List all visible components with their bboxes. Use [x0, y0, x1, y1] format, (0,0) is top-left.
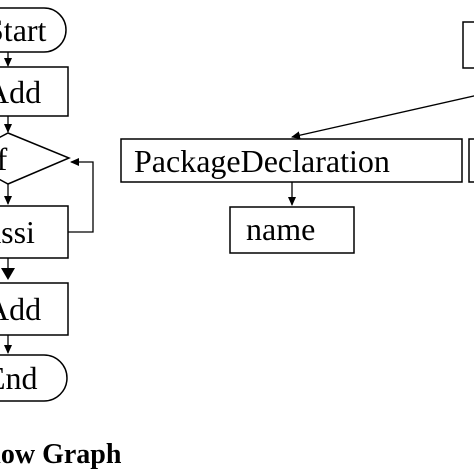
flow-graph-caption: Flow Graph — [0, 439, 122, 470]
flow-node-start-label: Start — [0, 12, 47, 48]
flow-edge-loop-back — [68, 158, 94, 233]
flow-node-if: If — [0, 132, 71, 185]
flow-node-if-label: If — [0, 141, 8, 177]
ast-node-package-declaration: PackageDeclaration — [120, 138, 463, 183]
flow-node-add-1-label: Add — [0, 74, 41, 110]
flow-node-start: Start — [0, 7, 67, 53]
flow-node-end: End — [0, 354, 68, 402]
flow-edge-assign-add-arrowhead — [1, 268, 15, 280]
ast-edge-parent-package — [291, 95, 474, 140]
flow-node-assign: Assi — [0, 205, 69, 259]
ast-node-parent — [462, 21, 474, 69]
flow-node-end-label: End — [0, 360, 38, 396]
ast-node-package-declaration-label: PackageDeclaration — [134, 143, 390, 179]
ast-node-name: name — [229, 206, 355, 254]
flow-node-add-2-label: Add — [0, 291, 41, 327]
flow-node-add-1: Add — [0, 66, 69, 117]
ast-node-sibling — [468, 138, 474, 183]
ast-node-name-label: name — [246, 211, 315, 247]
ast-graph: PackageDeclaration name — [120, 21, 474, 254]
flow-graph: Start Add If Assi Add — [0, 7, 122, 470]
flow-node-assign-label: Assi — [0, 214, 35, 250]
flow-node-add-2: Add — [0, 282, 69, 336]
